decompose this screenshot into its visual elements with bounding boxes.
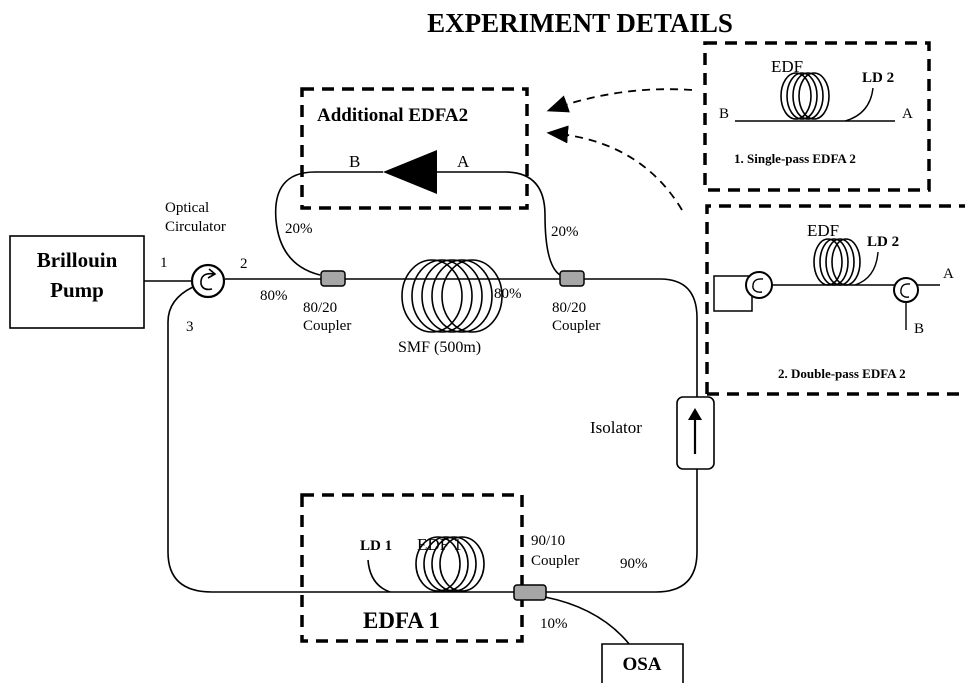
coupler-output-label-2: Coupler (531, 553, 579, 569)
coupler-output-pct-out: 10% (540, 616, 568, 632)
single-pass-box (703, 41, 931, 192)
coupler-right-label-2: Coupler (552, 318, 600, 334)
double-pass-ld: LD 2 (867, 234, 899, 250)
double-pass-ld-fiber (854, 251, 879, 286)
circulator-port-2: 2 (240, 256, 248, 272)
coupler-left-pct-ring: 80% (260, 288, 288, 304)
circulator-port-3: 3 (186, 319, 194, 335)
osa-label: OSA (622, 654, 661, 675)
isolator-label: Isolator (590, 418, 642, 437)
coupler-left-pct-top: 20% (285, 221, 313, 237)
circulator-port-1: 1 (160, 255, 168, 271)
double-pass-box (705, 204, 965, 396)
single-pass-ld-fiber (844, 87, 874, 122)
single-pass-edf-coil (780, 72, 830, 120)
circulator-label-1: Optical (165, 200, 209, 216)
fiber-ring (167, 278, 698, 593)
coupler-right (559, 270, 585, 287)
double-pass-edf-coil (813, 238, 861, 286)
brillouin-pump-line1: Brillouin (37, 248, 118, 272)
double-pass-caption: 2. Double-pass EDFA 2 (778, 366, 906, 381)
edfa2-box (300, 87, 529, 210)
smf-label: SMF (500m) (398, 339, 481, 356)
edfa1-ld: LD 1 (360, 538, 392, 554)
circulator-label-2: Circulator (165, 219, 226, 235)
brillouin-pump-line2: Pump (50, 278, 104, 302)
double-pass-port-a: A (943, 266, 954, 282)
coupler-left (320, 270, 346, 287)
double-pass-circulator-left (745, 271, 773, 299)
arrow-double-pass (546, 125, 683, 211)
coupler-right-pct-ring: 80% (494, 286, 522, 302)
osa-box: OSA (601, 643, 684, 683)
coupler-right-label-1: 80/20 (552, 300, 586, 316)
double-pass-port-b: B (914, 321, 924, 337)
coupler-left-label-1: 80/20 (303, 300, 337, 316)
edfa1-edf-coil (415, 536, 485, 592)
coupler-right-pct-top: 20% (551, 224, 579, 240)
coupler-left-label-2: Coupler (303, 318, 351, 334)
edfa2-port-b: B (349, 152, 360, 171)
single-pass-caption: 1. Single-pass EDFA 2 (734, 151, 856, 166)
coupler-output-pct-ring: 90% (620, 556, 648, 572)
single-pass-port-b: B (719, 106, 729, 122)
single-pass-ld: LD 2 (862, 70, 894, 86)
double-pass-edf: EDF (807, 221, 839, 240)
coupler-output-label-1: 90/10 (531, 533, 565, 549)
edfa1-ld-fiber (367, 559, 391, 593)
edfa2-port-a: A (457, 152, 470, 171)
osa-fiber (544, 596, 631, 646)
edfa1-title: EDFA 1 (363, 608, 440, 633)
brillouin-pump: Brillouin Pump (9, 235, 145, 329)
edfa2-title: Additional EDFA2 (317, 105, 468, 126)
single-pass-port-a: A (902, 106, 913, 122)
arrow-single-pass (546, 88, 693, 113)
optical-circulator (190, 263, 226, 299)
single-pass-edf: EDF (771, 57, 803, 76)
double-pass-circulator-right (893, 277, 919, 303)
edfa2-loop-fiber (274, 171, 561, 276)
edfa1-box (300, 493, 524, 643)
smf-coil (401, 259, 503, 333)
isolator (676, 396, 715, 470)
coupler-output (513, 584, 547, 601)
edfa2-amplifier-triangle (383, 150, 437, 194)
page-title: EXPERIMENT DETAILS (427, 8, 733, 38)
